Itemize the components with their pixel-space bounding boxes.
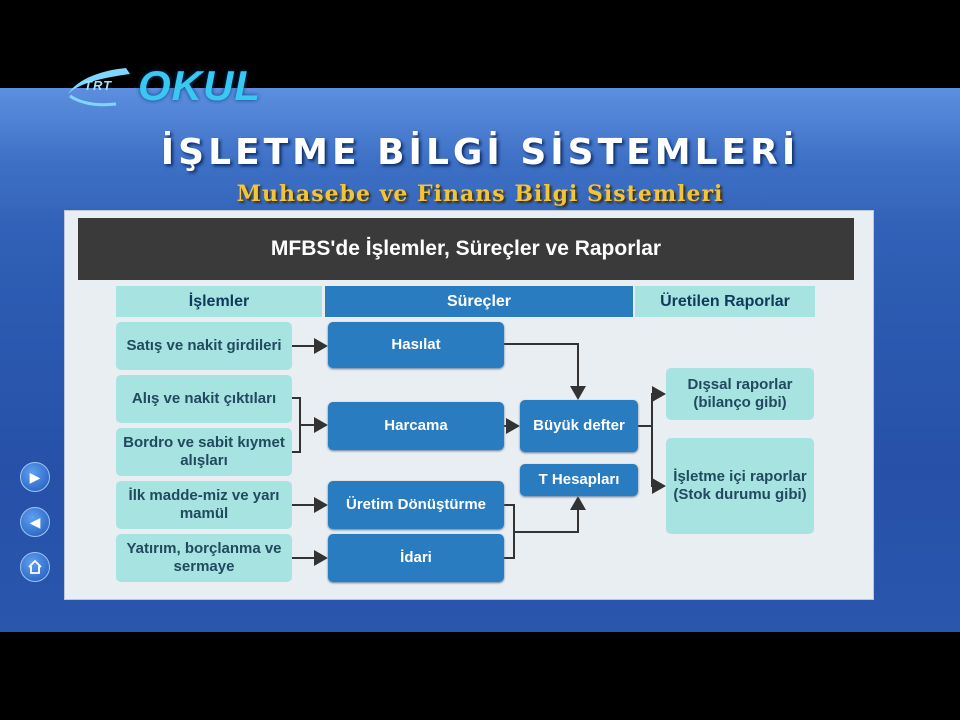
process-revenue: Hasılat (328, 322, 504, 368)
logo-okul: OKUL (138, 62, 261, 109)
slide-title: İŞLETME BİLGİ SİSTEMLERİ (160, 132, 800, 173)
column-header-reports: Üretilen Raporlar (635, 286, 815, 317)
previous-slide-button[interactable]: ◀ (20, 507, 50, 537)
t-accounts: T Hesapları (520, 464, 638, 496)
play-right-icon: ▶ (29, 468, 41, 485)
diagram-heading: MFBS'de İşlemler, Süreçler ve Raporlar (270, 237, 662, 260)
general-ledger: Büyük defter (520, 400, 638, 452)
process-production: Üretim Dönüştürme (328, 481, 504, 529)
transaction-materials: İlk madde-miz ve yarı mamül (116, 481, 292, 529)
process-expense: Harcama (328, 402, 504, 450)
column-header-transactions: İşlemler (116, 286, 322, 317)
trt-swoosh-icon (68, 68, 130, 107)
home-button[interactable] (20, 552, 50, 582)
transaction-purchases: Alış ve nakit çıktıları (116, 375, 292, 423)
transaction-investment: Yatırım, borçlanma ve sermaye (116, 534, 292, 582)
play-left-icon: ◀ (29, 513, 41, 530)
diagram-header-bar (78, 218, 854, 280)
report-external: Dışsal raporlar (bilanço gibi) (666, 368, 814, 420)
home-icon (28, 559, 42, 574)
transaction-payroll: Bordro ve sabit kıymet alışları (116, 428, 292, 476)
column-header-processes: Süreçler (325, 286, 633, 317)
logo-trt: TRT (84, 78, 113, 93)
process-admin: İdari (328, 534, 504, 582)
slide-subtitle: Muhasebe ve Finans Bilgi Sistemleri (236, 181, 724, 207)
transaction-sales: Satış ve nakit girdileri (116, 322, 292, 370)
next-slide-button[interactable]: ▶ (20, 462, 50, 492)
report-internal: İşletme içi raporlar (Stok durumu gibi) (666, 438, 814, 534)
slide-top-glow (0, 88, 960, 218)
